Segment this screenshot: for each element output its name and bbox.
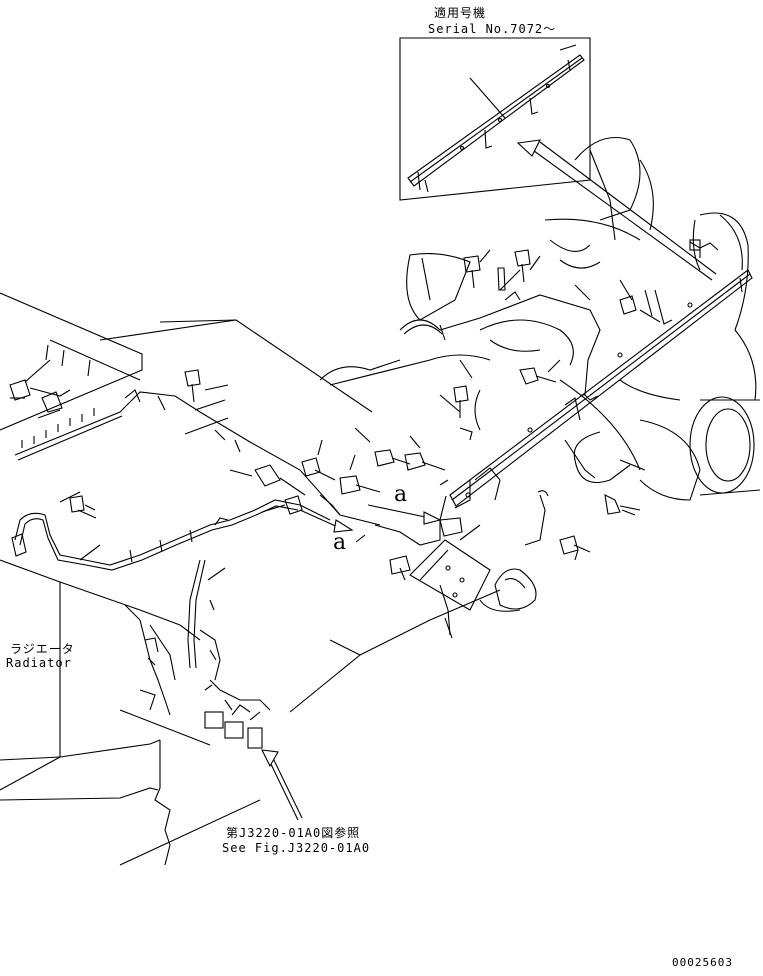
rear-harness [389, 291, 641, 575]
drawing-number: 00025603 [672, 956, 733, 969]
radiator-label-jp: ラジエータ [10, 642, 75, 656]
rear-frame [319, 136, 761, 501]
callout-arrows [299, 504, 442, 533]
reference-label-jp: 第J3220-01A0図参照 [226, 826, 361, 840]
callout-a-upper: a [394, 482, 408, 507]
serial-number-label: Serial No.7072～ [428, 22, 557, 36]
reference-label-en: See Fig.J3220-01A0 [222, 841, 371, 855]
rail-bolts [339, 239, 719, 495]
branch-harness [139, 559, 271, 749]
front-harness [9, 339, 447, 546]
inset-arrow [516, 139, 717, 281]
radiator-label-en: Radiator [6, 656, 72, 670]
rubber-boot [479, 568, 537, 612]
serial-inset [399, 37, 591, 201]
left-platform [0, 292, 501, 866]
side-rail [449, 269, 753, 509]
inset-title: 適用号機 [434, 6, 487, 20]
reference-arrow [261, 749, 303, 821]
lower-tube [11, 495, 301, 571]
callout-a-lower: a [333, 530, 347, 555]
inset-leader [469, 77, 506, 119]
leader-lines [10, 249, 653, 721]
mounting-plate [409, 539, 491, 636]
